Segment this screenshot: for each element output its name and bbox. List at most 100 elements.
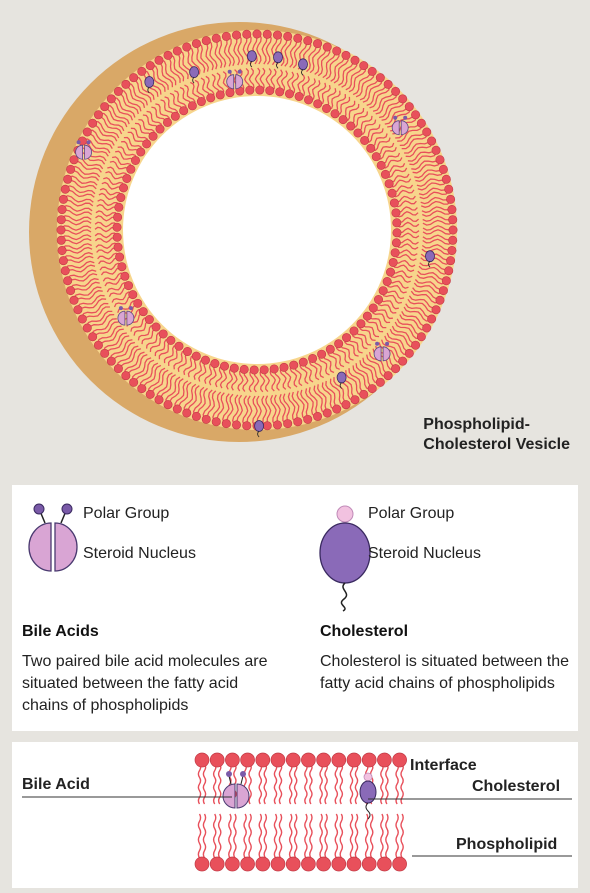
lipid-head [363,312,371,320]
lipid-tail [401,814,403,858]
lipid-head [299,358,307,366]
lipid-head [188,102,196,110]
lipid-head [173,47,181,55]
lipid-head [376,73,384,81]
lipid-head [192,39,200,47]
lipid-head [256,86,264,94]
lipid-head [368,384,376,392]
lipid-head [57,226,65,234]
lipid-head [273,421,281,429]
lipid-head [323,409,331,417]
lipid-head [304,36,312,44]
lipid-tail [335,764,337,804]
lipid-head [59,195,67,203]
lipid-head [115,253,123,261]
lipid-head [216,91,224,99]
bile-polar-group-icon [34,504,44,514]
lipid-head [129,290,137,298]
cholesterol-label: Cholesterol [472,778,560,796]
interface-label: Interface [410,757,477,775]
lipid-head [304,415,312,423]
lipid-head [374,295,382,303]
cholesterol-polar-label: Polar Group [368,505,454,523]
lipid-head [449,226,457,234]
lipid-head [427,315,435,323]
lipid-head [423,324,431,332]
lipid-tail [381,764,383,804]
lipid-head [442,277,450,285]
lipid-head [449,236,457,244]
lipid-head [183,347,191,355]
lipid-head [122,80,130,88]
lipid-tail [396,814,398,858]
lipid-head [286,857,300,871]
lipid-head [271,857,285,871]
lipid-head [114,87,122,95]
vesicle-panel: Phospholipid- Cholesterol Vesicle [12,8,578,463]
lipid-tail [386,814,388,858]
lipid-head [129,73,137,81]
lipid-tail [320,764,322,804]
lipid-head [283,419,291,427]
lipid-tail [264,814,266,858]
lipid-head [113,223,121,231]
lipid-tail [355,764,357,804]
lipid-head [78,315,86,323]
lipid-head [301,753,315,767]
lipid-tail [310,764,312,804]
lipid-head [74,306,82,314]
lipid-head [207,94,215,102]
bile-nucleus-label: Steroid Nucleus [83,545,196,563]
lipid-head [390,199,398,207]
lipid-head [411,341,419,349]
lipid-head [445,185,453,193]
lipid-head [155,56,163,64]
lipid-tail [381,814,383,858]
lipid-tail [335,814,337,858]
lipid-head [317,753,331,767]
cholesterol-tail-icon [341,583,346,611]
lipid-tail [198,764,200,804]
lipid-head [118,263,126,271]
lipid-head [377,753,391,767]
vesicle-label-line2: Cholesterol Vesicle [423,435,570,455]
lipid-head [83,324,91,332]
lipid-head [149,132,157,140]
vesicle-label-line1: Phospholipid- [423,415,570,435]
lipid-head [446,195,454,203]
lipid-head [156,125,164,133]
lipid-head [202,36,210,44]
lipid-head [131,156,139,164]
lipid-head [360,61,368,69]
lipid-tail [371,814,373,858]
lipid-head [317,857,331,871]
lipid-head [61,267,69,275]
lipid-head [107,95,115,103]
lipid-head [391,248,399,256]
lipid-tail [259,764,261,804]
lipid-head [61,185,69,193]
lipid-head [83,128,91,136]
lipid-head [393,219,401,227]
lipid-head [58,205,66,213]
lipid-head [94,341,102,349]
lipid-head [342,400,350,408]
lipid-head [250,366,258,374]
lipid-head [212,34,220,42]
lipid-head [323,43,331,51]
lipid-head [225,857,239,871]
lipid-tail [264,764,266,804]
lipid-tail [214,764,216,804]
lipid-head [294,418,302,426]
lipid-head [439,165,447,173]
lipid-head [145,315,153,323]
lipid-head [241,753,255,767]
lipid-head [432,146,440,154]
lipid-head [423,128,431,136]
lipid-head [362,753,376,767]
lipid-head [381,170,389,178]
lipid-head [256,857,270,871]
bile-acids-title: Bile Acids [22,623,99,641]
bile-steroid-half-icon [55,523,77,571]
lipid-tail [229,814,231,858]
